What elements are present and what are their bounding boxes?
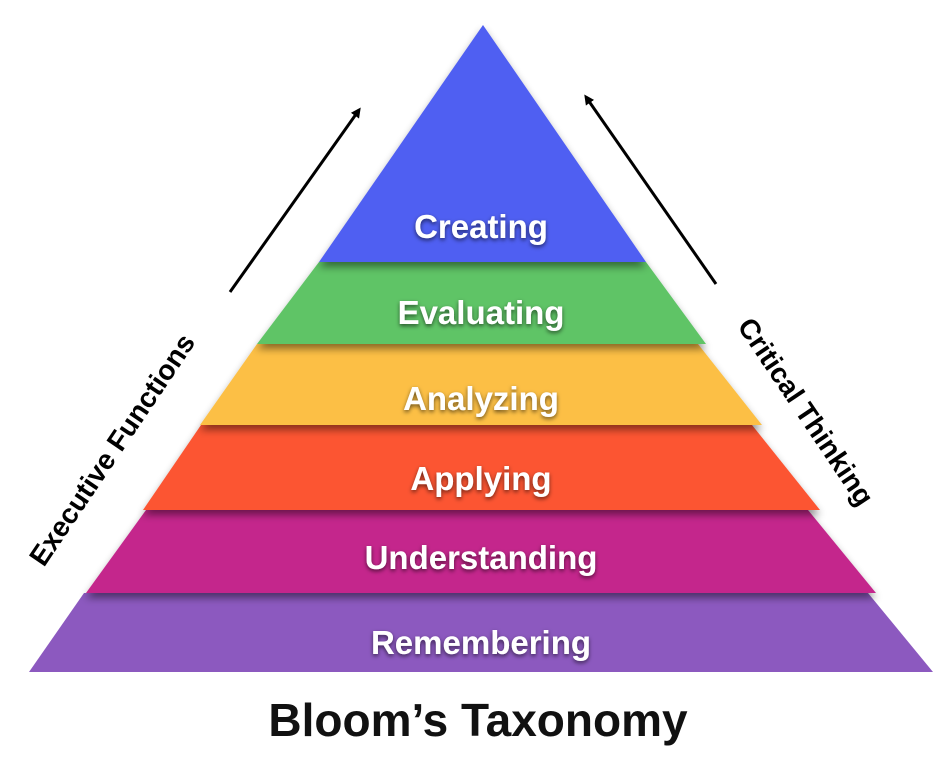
tier-label-analyzing: Analyzing bbox=[403, 380, 559, 417]
tier-analyzing bbox=[200, 344, 762, 425]
tier-applying bbox=[143, 425, 820, 510]
diagram-title: Bloom’s Taxonomy bbox=[268, 694, 688, 746]
left-up-arrow-icon bbox=[228, 107, 361, 293]
tier-creating bbox=[319, 25, 646, 262]
tier-remembering bbox=[29, 593, 933, 672]
tier-label-understanding: Understanding bbox=[365, 539, 598, 576]
tier-understanding bbox=[86, 510, 876, 593]
right-up-arrow-icon bbox=[584, 94, 718, 285]
tier-label-remembering: Remembering bbox=[371, 624, 591, 661]
tier-evaluating bbox=[257, 262, 706, 344]
tier-label-creating: Creating bbox=[414, 208, 548, 245]
tier-label-applying: Applying bbox=[410, 460, 551, 497]
tier-label-evaluating: Evaluating bbox=[398, 294, 565, 331]
